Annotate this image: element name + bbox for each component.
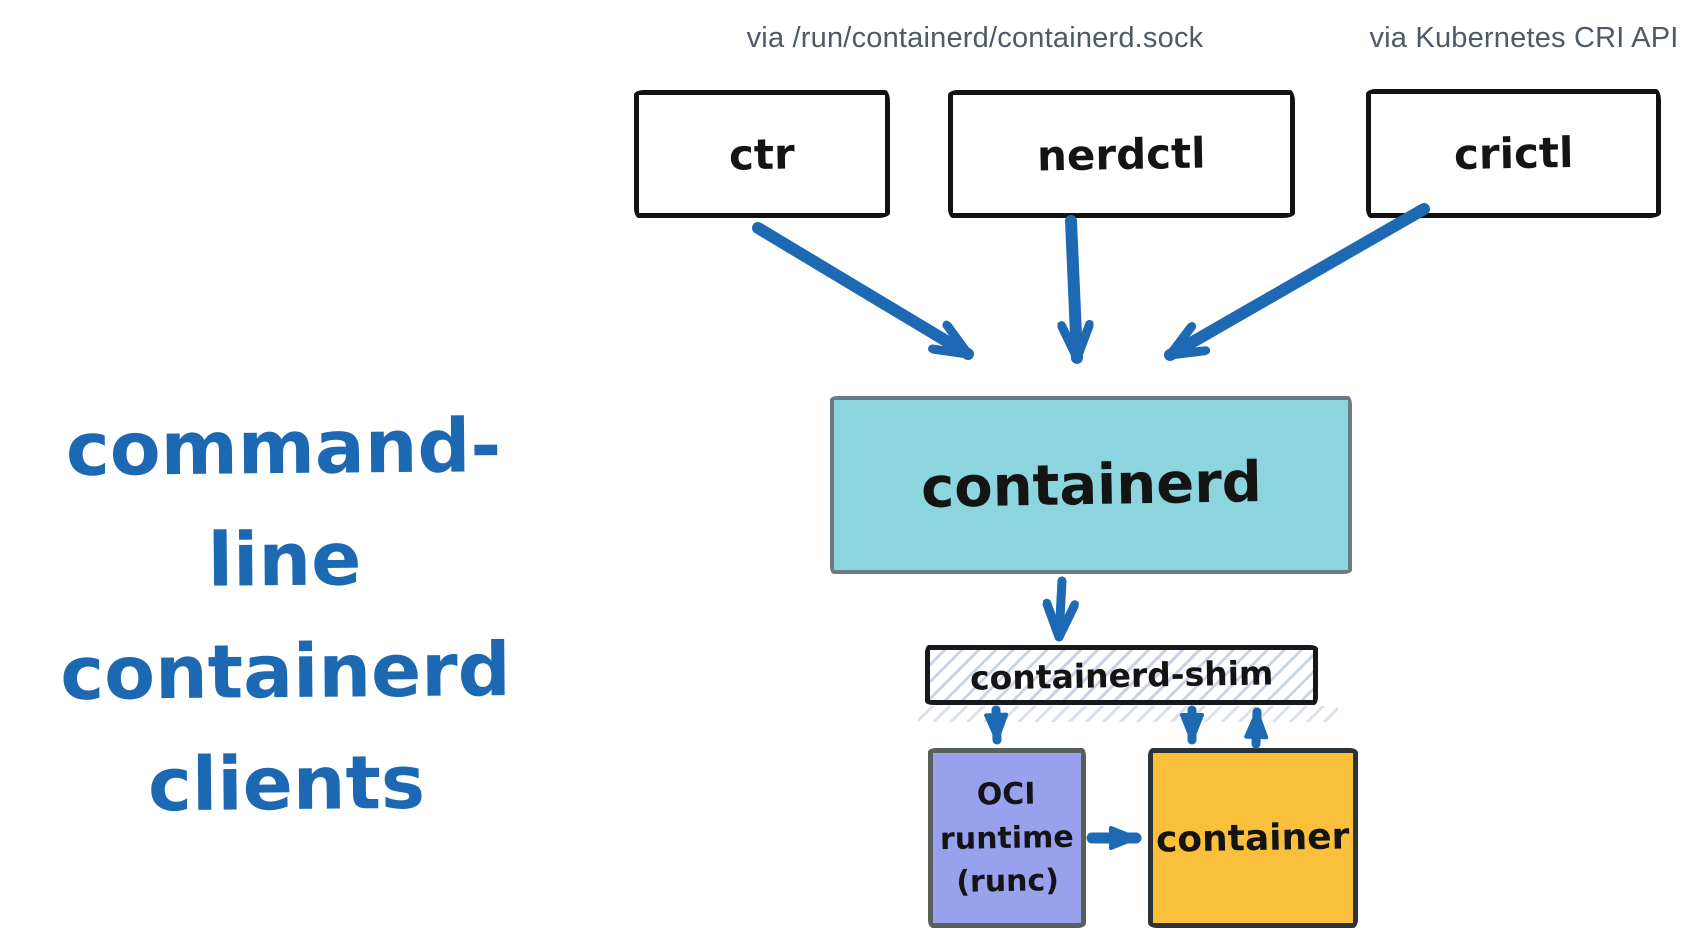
node-oci-runtime: OCI runtime (runc) [928,748,1086,928]
node-ctr-label: ctr [728,128,796,180]
kubernetes-cri-annotation: via Kubernetes CRI API [1369,22,1679,54]
node-containerd-label: containerd [920,449,1262,521]
node-container-label: container [1155,815,1351,861]
node-oci-runtime-label: OCI runtime (runc) [939,772,1075,905]
node-containerd: containerd [830,396,1352,574]
side-note: command-line containerd clients [0,390,572,843]
shim-hatch-spill [918,706,1338,722]
arrow-ctr-to-containerd [752,222,974,360]
oci-line-3: (runc) [956,862,1060,900]
node-container: container [1148,748,1358,928]
arrow-crictl-to-containerd [1164,203,1430,361]
node-containerd-shim-label: containerd-shim [969,652,1274,698]
node-crictl-label: crictl [1453,127,1574,180]
node-nerdctl-label: nerdctl [1036,128,1207,180]
node-crictl: crictl [1366,89,1661,218]
oci-line-2: runtime [939,819,1075,857]
side-note-line-3: clients [147,739,426,829]
side-note-line-2: containerd [59,627,512,717]
node-nerdctl: nerdctl [948,90,1295,218]
node-ctr: ctr [634,90,890,218]
socket-api-annotation: via /run/containerd/containerd.sock [746,22,1204,54]
oci-line-1: OCI [976,776,1036,813]
node-containerd-shim: containerd-shim [925,645,1318,705]
side-note-line-1: command-line [65,403,502,604]
arrow-containerd-to-shim [1059,576,1062,642]
arrow-nerdctl-to-containerd [1071,215,1077,364]
